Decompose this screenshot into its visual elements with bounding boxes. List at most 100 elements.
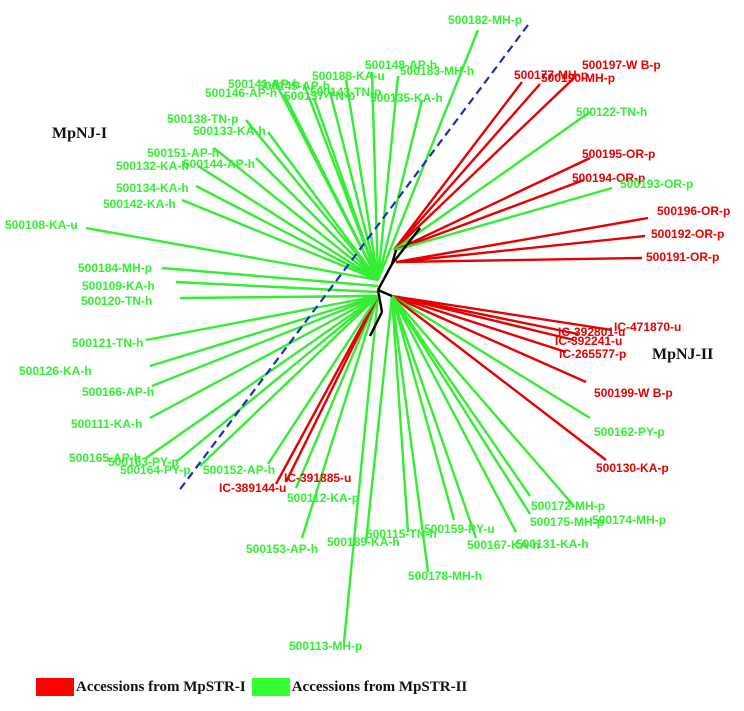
trunk-segment (390, 249, 398, 265)
branch-500163-py-p (175, 295, 379, 463)
branch-500111-ka-h (149, 294, 379, 420)
branch-500159-py-u (390, 295, 456, 521)
trunk-segment (376, 289, 384, 313)
branch-500137-tn-p (312, 97, 380, 281)
leaf-label-500177-mh-p: 500177-MH-p (514, 68, 588, 82)
branch-ic-391885-u (284, 295, 380, 483)
leaf-label-500162-py-p: 500162-PY-p (594, 425, 665, 439)
branch-500174-mh-p (391, 295, 575, 507)
legend-item-mpstr-2: Accessions from MpSTR-II (251, 678, 468, 696)
branch-500175-mh-p (390, 295, 532, 515)
branch-500153-ap-h (300, 295, 380, 539)
leaf-label-500159-py-u: 500159-PY-u (424, 522, 495, 536)
legend-label-mpstr-1: Accessions from MpSTR-I (76, 678, 246, 695)
branch-500195-or-p (395, 156, 591, 252)
leaf-label-500189-ka-h: 500189-KA-h (327, 535, 400, 549)
branch-500184-mh-p (161, 266, 379, 288)
branch-ic-392241-u (391, 294, 575, 342)
leaf-label-500184-mh-p: 500184-MH-p (78, 261, 152, 275)
branch-500126-ka-h (149, 294, 379, 368)
branch-ic-389144-u (274, 295, 380, 485)
leaf-label-500122-tn-h: 500122-TN-h (576, 105, 647, 119)
branch-ic-471870-u (391, 294, 613, 332)
leaf-label-500141-ap-h: 500141-AP-h (228, 77, 300, 91)
leaf-label-500108-ka-u: 500108-KA-u (5, 218, 78, 232)
leaf-label-500134-ka-h: 500134-KA-h (116, 181, 189, 195)
leaf-label-500132-ka-h: 500132-KA-h (116, 159, 189, 173)
leaf-label-ic-392801-u: IC-392801-u (558, 325, 625, 339)
branch-500182-mh-p (376, 29, 480, 281)
leaf-label-500183-mh-h: 500183-MH-h (400, 64, 474, 78)
branch-500190-mh-p (393, 83, 541, 251)
leaf-label-500196-or-p: 500196-OR-p (657, 204, 730, 218)
branch-500192-or-p (395, 234, 646, 264)
leaf-label-500194-or-p: 500194-OR-p (572, 171, 645, 185)
branch-500193-or-p (395, 186, 613, 252)
leaf-label-500137-tn-p: 500137-TN-p (284, 89, 355, 103)
branch-500120-tn-h (179, 294, 379, 300)
leaf-label-500126-ka-h: 500126-KA-h (19, 364, 92, 378)
leaf-label-ic-471870-u: IC-471870-u (614, 320, 681, 334)
leaf-label-500111-ka-h: 500111-KA-h (71, 417, 142, 431)
branch-500148-ap-h (370, 71, 380, 281)
branch-500177-mh-p (393, 81, 523, 251)
leaf-label-500145-ap-h: 500145-AP-h (258, 79, 330, 93)
leaf-label-500193-or-p: 500193-OR-p (620, 177, 693, 191)
leaf-label-ic-391885-u: IC-391885-u (284, 471, 351, 485)
leaf-label-500175-mh-p: 500175-MH-p (530, 515, 604, 529)
leaf-label-500153-ap-h: 500153-AP-h (246, 542, 318, 556)
branch-500152-ap-h (266, 295, 380, 465)
leaf-label-500130-ka-p: 500130-KA-p (596, 461, 669, 475)
branch-500164-py-p (199, 295, 379, 467)
leaf-label-500195-or-p: 500195-OR-p (582, 147, 655, 161)
branch-500109-ka-h (175, 280, 379, 294)
leaf-label-500192-or-p: 500192-OR-p (651, 227, 724, 241)
leaf-label-500167-ka-h: 500167-KA-h (467, 538, 540, 552)
branch-500112-ka-p (294, 295, 380, 489)
leaf-label-ic-265577-p: IC-265577-p (559, 347, 626, 361)
branch-500183-mh-h (376, 75, 400, 281)
trunk-segment (376, 263, 394, 291)
leaf-label-500112-ka-p: 500112-KA-p (287, 491, 359, 505)
branch-500138-tn-p (245, 119, 379, 281)
branch-500178-mh-h (390, 295, 430, 573)
leaf-label-500164-py-p: 500164-PY-p (120, 463, 191, 477)
branch-500165-ap-h (145, 295, 379, 459)
branch-500194-or-p (395, 178, 585, 252)
branch-500162-py-p (391, 294, 591, 420)
clade-label-mpnj-2: MpNJ-II (652, 346, 713, 363)
legend-swatch-green (251, 678, 290, 696)
legend-swatch-red (36, 678, 74, 696)
branch-500151-ap-h (213, 147, 379, 281)
leaf-label-500109-ka-h: 500109-KA-h (82, 279, 155, 293)
branch-500132-ka-h (197, 164, 379, 282)
leaf-label-500131-ka-h: 500131-KA-h (516, 537, 589, 551)
leaf-label-500115-tn-h: 500115-TN-h (366, 527, 437, 541)
branch-500191-or-p (395, 256, 643, 264)
branch-ic-265577-p (391, 294, 567, 354)
leaf-label-500143-tn-p: 500143-TN-p (310, 85, 381, 99)
branch-500122-tn-h (393, 111, 591, 251)
leaf-label-500163-py-p: 500163-PY-p (108, 455, 179, 469)
branch-500108-ka-u (85, 226, 379, 282)
branch-500197-w-b-p (393, 77, 575, 251)
leaf-label-ic-389144-u: IC-389144-u (219, 481, 286, 495)
branch-500144-ap-h (255, 157, 379, 281)
leaf-label-500113-mh-p: 500113-MH-p (289, 639, 362, 653)
branch-500166-ap-h (151, 294, 379, 388)
leaf-label-500188-ka-u: 500188-KA-u (312, 69, 385, 83)
trunk-segment (391, 227, 421, 265)
branch-500188-ka-u (344, 79, 380, 281)
leaf-label-500166-ap-h: 500166-AP-h (82, 385, 154, 399)
branch-500143-tn-p (328, 91, 380, 281)
legend-item-mpstr-1: Accessions from MpSTR-I (36, 678, 246, 696)
leaf-label-500174-mh-p: 500174-MH-p (592, 513, 666, 527)
branch-500121-tn-h (145, 294, 379, 342)
legend: Accessions from MpSTR-I Accessions from … (36, 676, 473, 698)
clade-divider-line (177, 24, 529, 493)
leaf-label-500165-ap-h: 500165-AP-h (69, 451, 141, 465)
leaf-label-500120-tn-h: 500120-TN-h (81, 294, 152, 308)
legend-label-mpstr-2: Accessions from MpSTR-II (291, 678, 468, 695)
leaf-label-500190-mh-p: 500190-MH-p (541, 71, 615, 85)
